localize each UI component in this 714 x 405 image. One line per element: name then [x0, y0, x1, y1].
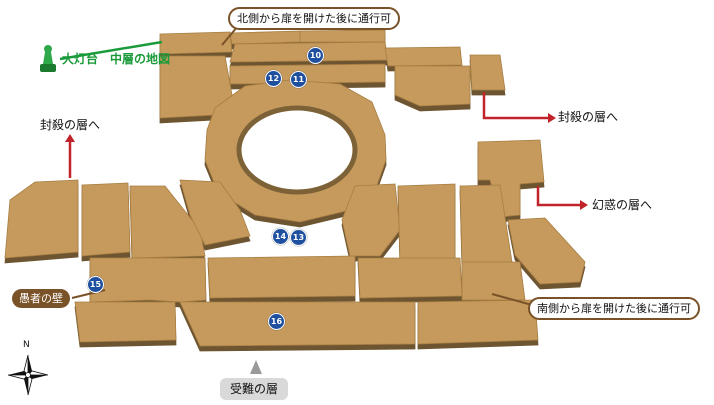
room-top-left — [159, 31, 233, 55]
room-bottom-west — [74, 301, 177, 343]
room-south-east — [357, 257, 463, 299]
room-east-lower — [507, 217, 586, 285]
south-door-leader — [491, 293, 533, 306]
location-marker-12[interactable]: 12 — [265, 70, 282, 87]
floor-map-label: 中層の地図 — [110, 52, 171, 66]
room-north-east-lower — [394, 65, 471, 107]
room-west-a — [4, 179, 79, 259]
lighthouse-connector — [59, 40, 163, 61]
illusion-exit-label[interactable]: 幻惑の層へ — [592, 198, 653, 212]
lighthouse-label: 大灯台 — [62, 52, 99, 66]
room-east-column — [477, 139, 545, 218]
illusion-arrow-line — [536, 186, 580, 207]
room-north-east — [384, 46, 463, 67]
room-east-a — [341, 183, 401, 257]
trial-exit-label[interactable]: 受難の層 — [220, 378, 289, 401]
room-bottom-east — [417, 299, 539, 345]
room-east-b — [397, 183, 456, 263]
location-marker-14[interactable]: 14 — [272, 228, 289, 245]
room-south-center — [207, 255, 356, 299]
seal-right-arrow-line — [482, 92, 548, 120]
corridor-top — [229, 30, 301, 45]
location-marker-15[interactable]: 15 — [87, 276, 104, 293]
room-west-d — [179, 179, 251, 246]
location-marker-10[interactable]: 10 — [307, 47, 324, 64]
room-south-west — [89, 257, 207, 303]
seal-left-arrowhead — [65, 134, 75, 142]
seal-left-exit-label[interactable]: 封殺の層へ — [40, 118, 101, 132]
illusion-arrowhead — [580, 200, 588, 210]
location-marker-13[interactable]: 13 — [290, 229, 307, 246]
trial-arrowhead — [250, 360, 262, 374]
room-far-east — [469, 54, 506, 91]
compass-north-label: N — [23, 340, 30, 350]
corridor-top-right — [299, 29, 386, 43]
room-west-b — [81, 182, 131, 257]
courtyard-hole — [236, 105, 358, 195]
seal-right-exit-label[interactable]: 封殺の層へ — [558, 110, 619, 124]
south-door-callout: 南側から扉を開けた後に通行可 — [528, 297, 700, 321]
room-bottom-center — [179, 301, 416, 347]
fools-wall-tag: 愚者の壁 — [12, 289, 70, 309]
seal-right-arrowhead — [548, 113, 556, 123]
location-marker-11[interactable]: 11 — [290, 71, 307, 88]
room-west-c — [129, 185, 206, 259]
location-marker-16[interactable]: 16 — [268, 313, 285, 330]
north-door-callout: 北側から扉を開けた後に通行可 — [228, 7, 400, 31]
compass-icon — [7, 354, 49, 396]
lighthouse-icon — [40, 45, 56, 72]
